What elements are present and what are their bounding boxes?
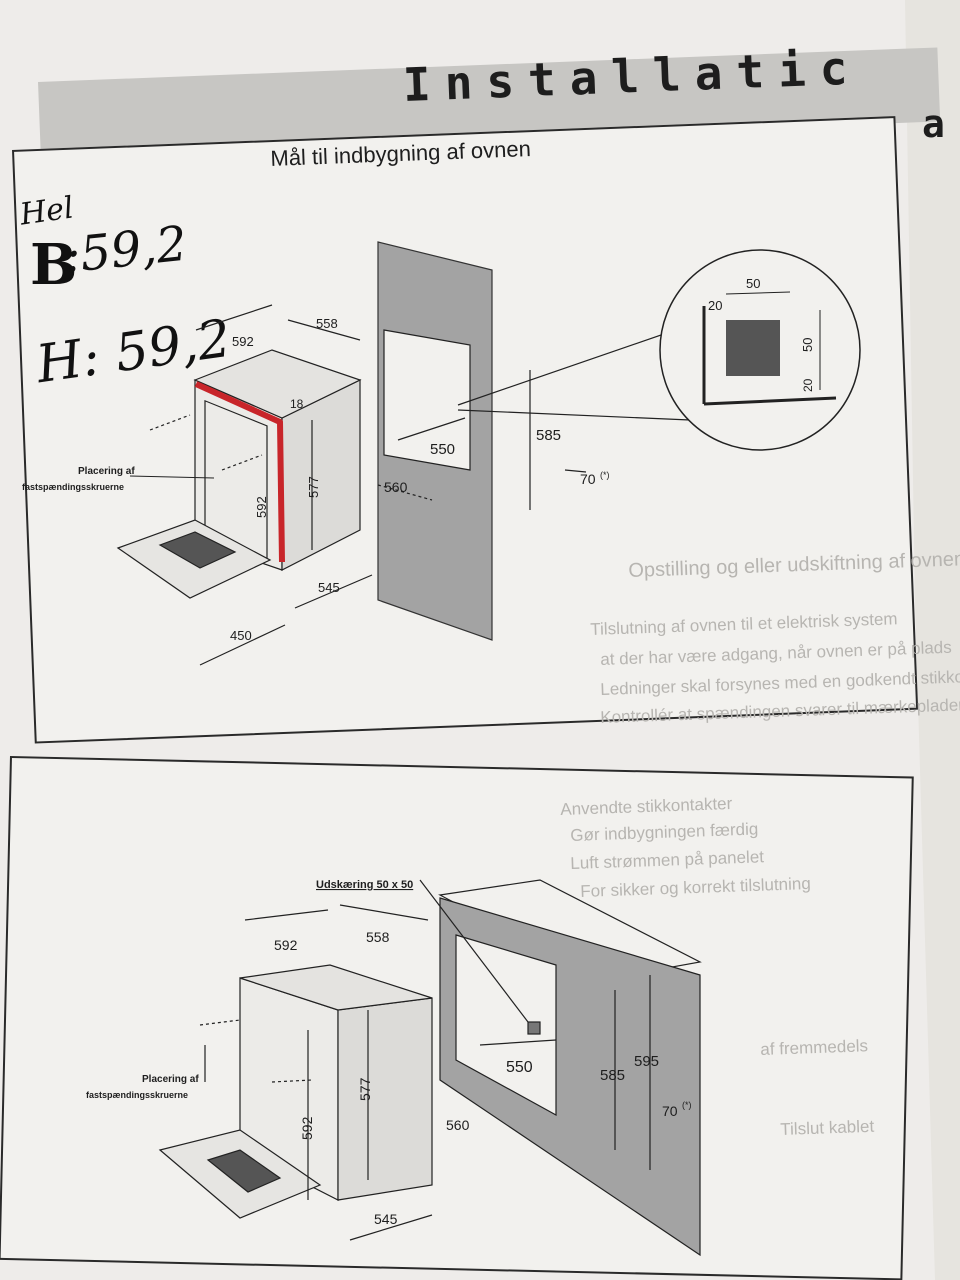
detail-width: 50 xyxy=(746,276,760,291)
oven-body-top xyxy=(239,964,433,1011)
oven-door-glass xyxy=(206,1149,282,1193)
detail-magnifier xyxy=(659,249,861,451)
niche-opening xyxy=(383,329,471,471)
dim-vent: 70 xyxy=(662,1103,678,1119)
dim-width-top: 592 xyxy=(274,937,298,953)
dim-front-offset: 18 xyxy=(290,397,304,411)
cutout-label: Udskæring 50 x 50 xyxy=(316,879,413,891)
dim-inner-height: 577 xyxy=(306,476,321,498)
dim-front-height: 592 xyxy=(299,1116,315,1140)
dim-depth-bottom: 545 xyxy=(374,1211,398,1227)
header-edge-letter: a xyxy=(922,102,945,146)
dim-front-height: 592 xyxy=(254,496,269,518)
dim-niche-width: 550 xyxy=(506,1059,533,1076)
niche-opening xyxy=(455,934,557,1117)
dim-niche-width: 550 xyxy=(430,441,455,458)
dim-depth-top: 558 xyxy=(366,929,390,945)
cutout-mark xyxy=(527,1021,541,1035)
screw-label-line1: Placering af xyxy=(142,1074,199,1085)
oven-body-side xyxy=(337,997,433,1201)
dim-depth-bottom: 545 xyxy=(318,580,340,595)
dim-niche-depth: 560 xyxy=(446,1117,470,1133)
oven-body-top xyxy=(193,349,362,419)
detail-bottom-margin: 20 xyxy=(801,378,815,392)
screw-label-line1: Placering af xyxy=(78,466,135,477)
detail-left-margin: 20 xyxy=(708,298,722,313)
dim-depth-top: 558 xyxy=(316,316,338,331)
screw-label-line2: fastspændingsskruerne xyxy=(86,1090,188,1100)
dim-vent-note: (*) xyxy=(600,470,610,480)
handwritten-width-letter: B xyxy=(30,232,78,298)
dim-width-top: 592 xyxy=(232,334,254,349)
dim-door-depth: 450 xyxy=(230,628,252,643)
dim-vent: 70 xyxy=(580,471,596,487)
dim-vent-note: (*) xyxy=(682,1100,692,1110)
marker-highlight xyxy=(194,381,285,563)
dim-inner-height: 577 xyxy=(357,1077,373,1101)
dim-niche-height: 585 xyxy=(536,427,561,444)
dim-niche-depth: 560 xyxy=(384,479,408,495)
oven-door-glass xyxy=(158,531,237,569)
detail-height: 50 xyxy=(800,338,815,352)
screw-label-line2: fastspændingsskruerne xyxy=(22,482,124,492)
dim-total-height: 595 xyxy=(634,1053,659,1070)
dim-niche-height: 585 xyxy=(600,1067,625,1084)
